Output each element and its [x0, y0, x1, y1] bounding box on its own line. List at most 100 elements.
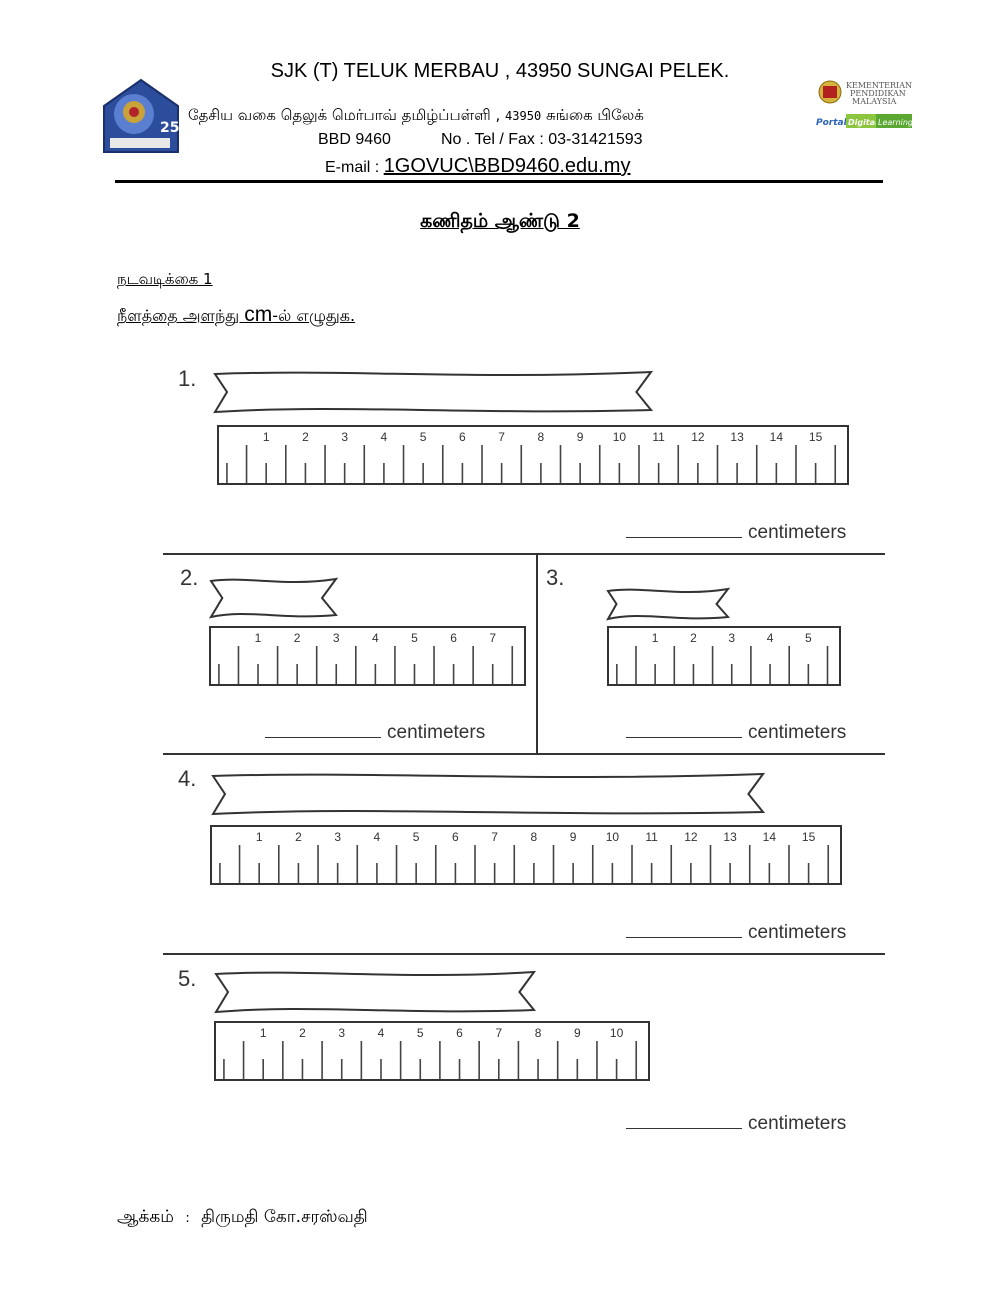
section-divider-2 [163, 753, 885, 755]
answer-field[interactable]: centimeters [626, 922, 846, 944]
answer-field[interactable]: centimeters [265, 722, 485, 744]
ribbon-shape [214, 970, 536, 1014]
answer-blank[interactable] [626, 723, 742, 738]
ruler-number: 7 [489, 631, 496, 645]
ruler-frame [607, 626, 841, 686]
answer-unit: centimeters [748, 522, 847, 543]
ribbon-shape [209, 577, 338, 619]
instruction-after: -ல் எழுதுக. [272, 306, 356, 325]
ruler-number: 2 [690, 631, 697, 645]
ruler: 1 2 3 4 5 [607, 626, 841, 686]
school-name: SJK (T) TELUK MERBAU , 43950 SUNGAI PELE… [270, 60, 730, 82]
answer-unit: centimeters [748, 722, 847, 743]
instruction-unit: cm [244, 303, 273, 326]
ruler-number: 4 [372, 631, 379, 645]
ruler-number: 14 [770, 430, 784, 444]
ruler-number: 9 [577, 430, 584, 444]
ruler-number: 15 [809, 430, 823, 444]
ruler-number: 10 [606, 830, 620, 844]
learning-word: Learning [878, 118, 913, 127]
ruler-frame [210, 825, 842, 885]
question-number: 2. [180, 565, 199, 590]
ribbon-strip [214, 970, 536, 1014]
ribbon-strip [211, 772, 765, 816]
section-divider-3 [163, 953, 885, 955]
ruler-number: 8 [531, 830, 538, 844]
ruler-number: 13 [730, 430, 744, 444]
answer-field[interactable]: centimeters [626, 1113, 846, 1135]
ruler-number: 9 [570, 830, 577, 844]
activity-label: நடவடிக்கை 1 [117, 270, 213, 288]
portal-word: Portal [816, 118, 848, 128]
ruler-number: 1 [260, 1026, 267, 1040]
phone-number: No . Tel / Fax : 03-31421593 [440, 131, 643, 148]
answer-field[interactable]: centimeters [626, 522, 846, 544]
answer-blank[interactable] [626, 1114, 742, 1129]
ribbon-shape [211, 772, 765, 816]
author-separator: : [185, 1211, 190, 1226]
ruler-number: 12 [691, 430, 705, 444]
ruler-number: 15 [802, 830, 816, 844]
answer-unit: centimeters [387, 722, 486, 743]
ruler-number: 6 [459, 430, 466, 444]
ribbon-strip [209, 577, 338, 619]
question-number: 4. [178, 766, 197, 791]
ruler-number: 11 [652, 430, 665, 444]
school-logo-number: 25 [160, 120, 179, 136]
ruler-number: 9 [574, 1026, 581, 1040]
ruler-frame [217, 425, 849, 485]
title-text: கணிதம் ஆண்டு 2 [420, 210, 580, 232]
answer-unit: centimeters [748, 1113, 847, 1134]
ruler-number: 4 [378, 1026, 385, 1040]
email-line: E-mail : 1GOVUC\BBD9460.edu.my [325, 155, 630, 178]
town-tamil: சுங்கை பிலேக் [545, 106, 644, 124]
ruler-number: 3 [338, 1026, 345, 1040]
ruler-frame [214, 1021, 650, 1081]
ruler-number: 4 [381, 430, 388, 444]
ruler-number: 4 [374, 830, 381, 844]
ruler-number: 6 [450, 631, 457, 645]
ruler-number: 13 [723, 830, 737, 844]
ruler-number: 1 [652, 631, 659, 645]
author-label: ஆக்கம் [117, 1207, 174, 1227]
answer-field[interactable]: centimeters [626, 722, 846, 744]
ruler-number: 10 [613, 430, 627, 444]
ruler-number: 7 [495, 1026, 502, 1040]
postcode: 43950 [505, 109, 542, 123]
answer-blank[interactable] [626, 523, 742, 538]
author-name: திருமதி கோ.சரஸ்வதி [201, 1207, 368, 1227]
ruler-number: 11 [645, 830, 658, 844]
email-label: E-mail : [325, 159, 380, 176]
answer-blank[interactable] [626, 923, 742, 938]
instruction: நீளத்தை அளந்து cm-ல் எழுதுக. [117, 303, 355, 327]
answer-blank[interactable] [265, 723, 381, 738]
ruler-number: 3 [334, 830, 341, 844]
ministry-logo: KEMENTERIAN PENDIDIKAN MALAYSIA Portal D… [814, 78, 914, 132]
digital-word: Digital [848, 118, 878, 127]
ruler-number: 10 [610, 1026, 624, 1040]
ruler-number: 2 [302, 430, 309, 444]
ruler-number: 2 [294, 631, 301, 645]
ruler-number: 5 [805, 631, 812, 645]
question-number: 5. [178, 966, 197, 991]
ministry-line-2: PENDIDIKAN [850, 89, 906, 98]
ruler-number: 5 [417, 1026, 424, 1040]
school-tamil-address: தேசிய வகை தெலுக் மெர்பாவ் தமிழ்ப்பள்ளி ,… [188, 106, 644, 126]
ruler-number: 3 [341, 430, 348, 444]
section-divider-vertical [536, 553, 538, 753]
ruler-number: 1 [263, 430, 270, 444]
answer-unit: centimeters [748, 922, 847, 943]
ministry-line-3: MALAYSIA [852, 97, 897, 106]
ribbon-shape [213, 370, 653, 414]
ruler-number: 3 [728, 631, 735, 645]
ruler-number: 7 [491, 830, 498, 844]
ruler-number: 4 [767, 631, 774, 645]
ribbon-strip [213, 370, 653, 414]
ruler-number: 6 [452, 830, 459, 844]
ruler-number: 5 [413, 830, 420, 844]
